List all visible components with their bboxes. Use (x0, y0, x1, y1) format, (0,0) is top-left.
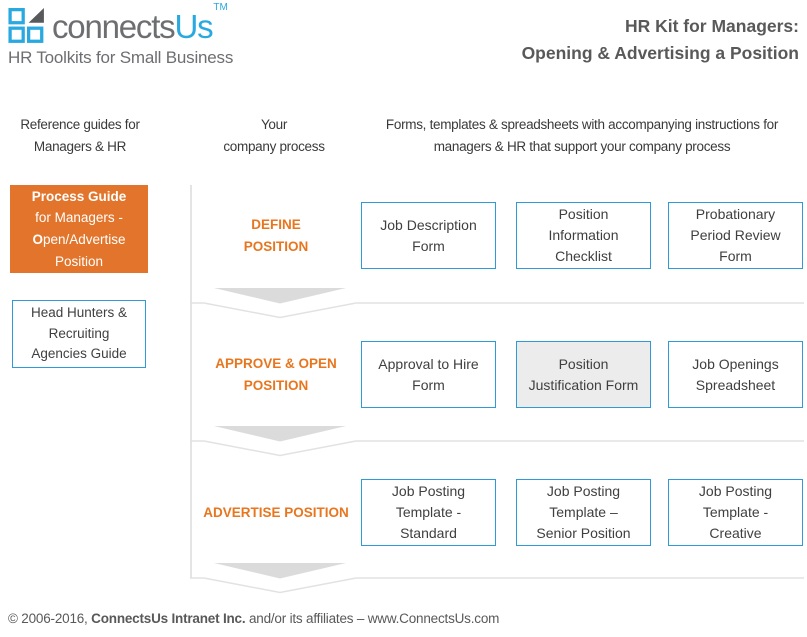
approval-to-hire-form-box[interactable]: Approval to Hire Form (361, 341, 496, 408)
footer-company-name: ConnectsUs Intranet Inc. (91, 611, 246, 626)
process-flow-arrow-1 (190, 288, 804, 319)
column-header-company-process: Your company process (223, 117, 325, 154)
content-left-border-line (190, 185, 192, 578)
step-define-position: DEFINE POSITION (243, 217, 309, 254)
step-advertise-position: ADVERTISE POSITION (203, 505, 349, 521)
headhunters-guide-button[interactable]: Head Hunters & Recruiting Agencies Guide (12, 300, 146, 368)
job-posting-template-senior-box[interactable]: Job Posting Template – Senior Position (516, 479, 651, 546)
column-header-forms-templates: Forms, templates & spreadsheets with acc… (385, 117, 779, 154)
step-approve-open-position: APPROVE & OPEN POSITION (215, 356, 337, 393)
footer-prefix: © 2006-2016, (8, 611, 92, 626)
logo-tagline: HR Toolkits for Small Business (8, 48, 234, 67)
logo: connectsUsTM (8, 3, 228, 45)
process-guide-line1: Process Guide (31, 188, 127, 204)
position-justification-form-box[interactable]: Position Justification Form (516, 341, 651, 408)
position-information-checklist-box[interactable]: Position Information Checklist (516, 202, 651, 269)
logo-text-connects: connects (52, 8, 176, 45)
footer-suffix: and/or its affiliates – www.ConnectsUs.c… (245, 611, 500, 626)
process-guide-button[interactable]: Process Guide for Managers - Open/Advert… (10, 185, 148, 273)
process-flow-arrow-3 (190, 563, 804, 594)
process-guide-line2: for Managers - (35, 210, 123, 226)
logo-grid-icon (8, 8, 44, 43)
process-flow-arrow-2 (190, 426, 804, 457)
job-posting-template-creative-box[interactable]: Job Posting Template - Creative (668, 479, 803, 546)
job-posting-template-standard-box[interactable]: Job Posting Template - Standard (361, 479, 496, 546)
column-header-reference-guides: Reference guides for Managers & HR (20, 117, 140, 154)
job-description-form-box[interactable]: Job Description Form (361, 202, 496, 269)
process-guide-line3: Open/Advertise (32, 232, 126, 247)
trademark-symbol: TM (213, 2, 228, 13)
job-openings-spreadsheet-box[interactable]: Job Openings Spreadsheet (668, 341, 803, 408)
process-guide-line4: Position (54, 253, 104, 269)
logo-wordmark: connectsUsTM (52, 3, 228, 45)
copyright-footer: © 2006-2016, ConnectsUs Intranet Inc. an… (8, 611, 499, 626)
probationary-period-review-form-box[interactable]: Probationary Period Review Form (668, 202, 803, 269)
logo-text-us: Us (174, 8, 213, 45)
page-title: HR Kit for Managers: Opening & Advertisi… (521, 16, 799, 64)
